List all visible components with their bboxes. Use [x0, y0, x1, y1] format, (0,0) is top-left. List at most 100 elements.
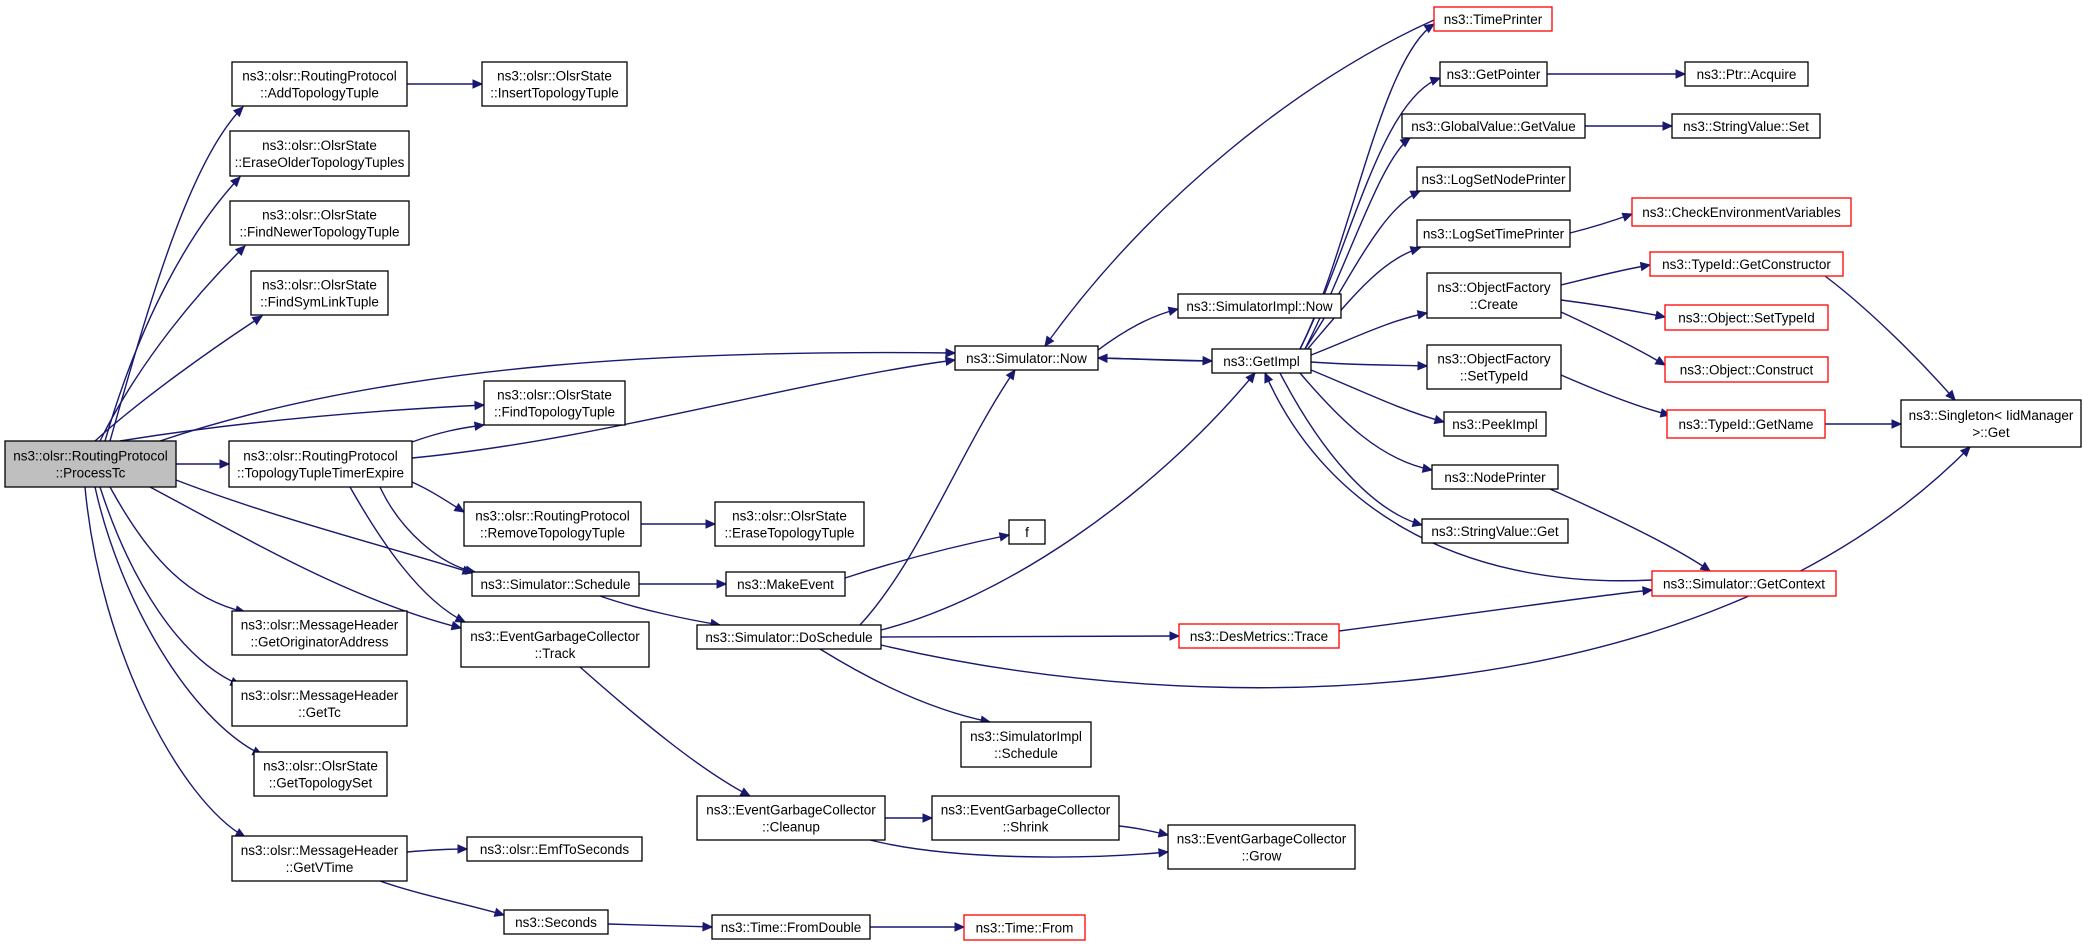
node-insertTopo[interactable]: ns3::olsr::OlsrState::InsertTopologyTupl…: [481, 61, 628, 107]
node-root[interactable]: ns3::olsr::RoutingProtocol::ProcessTc: [4, 440, 177, 488]
node-findTopo[interactable]: ns3::olsr::OlsrState::FindTopologyTuple: [483, 380, 626, 426]
edge-root-to-addTopo: [109, 106, 244, 442]
edge-root-to-findTopo: [119, 400, 486, 442]
arrowhead-icon: [1245, 372, 1256, 384]
node-getTc[interactable]: ns3::olsr::MessageHeader::GetTc: [231, 680, 408, 727]
node-tidGetName[interactable]: ns3::TypeId::GetName: [1666, 409, 1826, 439]
node-svSet[interactable]: ns3::StringValue::Set: [1671, 113, 1821, 139]
edge-line: [1560, 264, 1651, 286]
node-box: [1008, 519, 1046, 545]
edge-line: [94, 315, 263, 442]
node-label: ns3::olsr::OlsrState: [732, 509, 847, 524]
node-label: ::GetVTime: [286, 860, 354, 875]
node-gvGetValue[interactable]: ns3::GlobalValue::GetValue: [1401, 113, 1586, 139]
node-topoTimer[interactable]: ns3::olsr::RoutingProtocol::TopologyTupl…: [228, 440, 413, 488]
node-label: ns3::olsr::MessageHeader: [241, 688, 399, 703]
node-box: [954, 345, 1099, 371]
node-findNewer[interactable]: ns3::olsr::OlsrState::FindNewerTopologyT…: [229, 200, 410, 246]
edge-line: [109, 106, 244, 442]
node-label: ::Schedule: [994, 746, 1058, 761]
node-emfToSec[interactable]: ns3::olsr::EmfToSeconds: [466, 836, 643, 862]
node-nodePrinter[interactable]: ns3::NodePrinter: [1431, 464, 1559, 490]
node-label: ::ProcessTc: [56, 466, 126, 481]
node-logNode[interactable]: ns3::LogSetNodePrinter: [1416, 166, 1571, 192]
arrowhead-icon: [219, 459, 231, 469]
node-box: [1416, 219, 1571, 248]
arrowhead-icon: [922, 813, 934, 823]
edge-topoTimer-to-schedule: [379, 486, 477, 575]
arrowhead-icon: [1169, 631, 1181, 641]
edge-simGetCtx-to-getImpl: [1264, 371, 1653, 582]
edge-topoTimer-to-simNow: [411, 356, 957, 459]
node-getPointer[interactable]: ns3::GetPointer: [1439, 61, 1548, 87]
node-addTopo[interactable]: ns3::olsr::RoutingProtocol::AddTopologyT…: [231, 61, 408, 107]
node-egcTrack[interactable]: ns3::EventGarbageCollector::Track: [460, 621, 650, 668]
node-egcCleanup[interactable]: ns3::EventGarbageCollector::Cleanup: [696, 795, 886, 841]
node-schedule[interactable]: ns3::Simulator::Schedule: [471, 571, 640, 597]
node-tidGetCons[interactable]: ns3::TypeId::GetConstructor: [1649, 251, 1844, 277]
node-box: [725, 571, 846, 597]
edge-root-to-egcTrack: [149, 486, 463, 631]
node-objSetTid[interactable]: ns3::Object::SetTypeId: [1664, 304, 1829, 331]
node-box: [696, 795, 886, 841]
node-label: ::FindNewerTopologyTuple: [239, 225, 399, 240]
node-label: ::EraseOlderTopologyTuples: [235, 155, 405, 170]
arrowhead-icon: [739, 787, 752, 797]
edge-line: [99, 486, 241, 686]
node-getTopoSet[interactable]: ns3::olsr::OlsrState::GetTopologySet: [253, 751, 388, 797]
arrowhead-icon: [251, 315, 264, 326]
node-checkEnv[interactable]: ns3::CheckEnvironmentVariables: [1631, 197, 1852, 227]
arrowhead-icon: [234, 245, 246, 257]
arrowhead-icon: [1433, 414, 1446, 425]
node-ptrAcquire[interactable]: ns3::Ptr::Acquire: [1684, 61, 1809, 87]
edge-root-to-findNewer: [99, 245, 246, 442]
node-f[interactable]: f: [1008, 519, 1046, 545]
node-seconds[interactable]: ns3::Seconds: [503, 909, 609, 935]
node-desTrace[interactable]: ns3::DesMetrics::Trace: [1178, 623, 1340, 649]
edge-line: [1560, 299, 1666, 318]
node-ofCreate[interactable]: ns3::ObjectFactory::Create: [1426, 272, 1562, 319]
node-egcShrink[interactable]: ns3::EventGarbageCollector::Shrink: [931, 795, 1120, 841]
node-timeFrom[interactable]: ns3::Time::From: [963, 914, 1086, 941]
node-logTime[interactable]: ns3::LogSetTimePrinter: [1416, 219, 1571, 248]
node-getImpl[interactable]: ns3::GetImpl: [1211, 348, 1312, 374]
node-egcGrow[interactable]: ns3::EventGarbageCollector::Grow: [1167, 824, 1356, 870]
edge-line: [149, 486, 462, 629]
node-label: ns3::Time::From: [976, 921, 1074, 936]
node-eraseOlder[interactable]: ns3::olsr::OlsrState::EraseOlderTopology…: [229, 130, 410, 177]
edge-seconds-to-fromDouble: [607, 921, 714, 932]
node-makeEvent[interactable]: ns3::MakeEvent: [725, 571, 846, 597]
edge-line: [1097, 308, 1179, 351]
node-getVTime[interactable]: ns3::olsr::MessageHeader::GetVTime: [231, 835, 408, 882]
node-simImplNow[interactable]: ns3::SimulatorImpl::Now: [1177, 293, 1342, 319]
node-label: ns3::olsr::EmfToSeconds: [480, 842, 630, 857]
arrowhead-icon: [1417, 360, 1429, 371]
node-svGet[interactable]: ns3::StringValue::Get: [1421, 518, 1569, 544]
node-box: [1421, 518, 1569, 544]
node-label: ns3::StringValue::Set: [1683, 119, 1809, 134]
node-peekImpl[interactable]: ns3::PeekImpl: [1443, 411, 1547, 437]
node-objConstruct[interactable]: ns3::Object::Construct: [1664, 356, 1829, 383]
edge-root-to-topoTimer: [176, 459, 231, 469]
node-eraseTopo[interactable]: ns3::olsr::OlsrState::EraseTopologyTuple: [714, 501, 865, 547]
edge-line: [99, 245, 246, 442]
node-label: ns3::TypeId::GetName: [1678, 417, 1813, 432]
edge-ofCreate-to-tidGetCons: [1560, 261, 1652, 286]
node-timePrinter[interactable]: ns3::TimePrinter: [1433, 6, 1553, 32]
node-getOrig[interactable]: ns3::olsr::MessageHeader::GetOriginatorA…: [231, 610, 408, 656]
node-removeTopo[interactable]: ns3::olsr::RoutingProtocol::RemoveTopolo…: [463, 501, 642, 547]
node-simImplSched[interactable]: ns3::SimulatorImpl::Schedule: [960, 721, 1092, 768]
node-findSym[interactable]: ns3::olsr::OlsrState::FindSymLinkTuple: [250, 270, 389, 316]
node-ofSetTid[interactable]: ns3::ObjectFactory::SetTypeId: [1426, 344, 1562, 390]
edge-getImpl-to-ofSetTid: [1310, 360, 1429, 371]
arrowhead-icon: [944, 356, 957, 366]
node-simGetCtx[interactable]: ns3::Simulator::GetContext: [1651, 570, 1837, 597]
node-singleton[interactable]: ns3::Singleton< IidManager>::Get: [1900, 399, 2082, 448]
node-simNow[interactable]: ns3::Simulator::Now: [954, 345, 1099, 371]
node-doSchedule[interactable]: ns3::Simulator::DoSchedule: [696, 624, 882, 650]
edge-line: [159, 351, 956, 442]
node-box: [1401, 113, 1586, 139]
node-fromDouble[interactable]: ns3::Time::FromDouble: [711, 914, 871, 940]
node-box: [1651, 570, 1837, 597]
edge-root-to-getOrig: [109, 486, 247, 615]
